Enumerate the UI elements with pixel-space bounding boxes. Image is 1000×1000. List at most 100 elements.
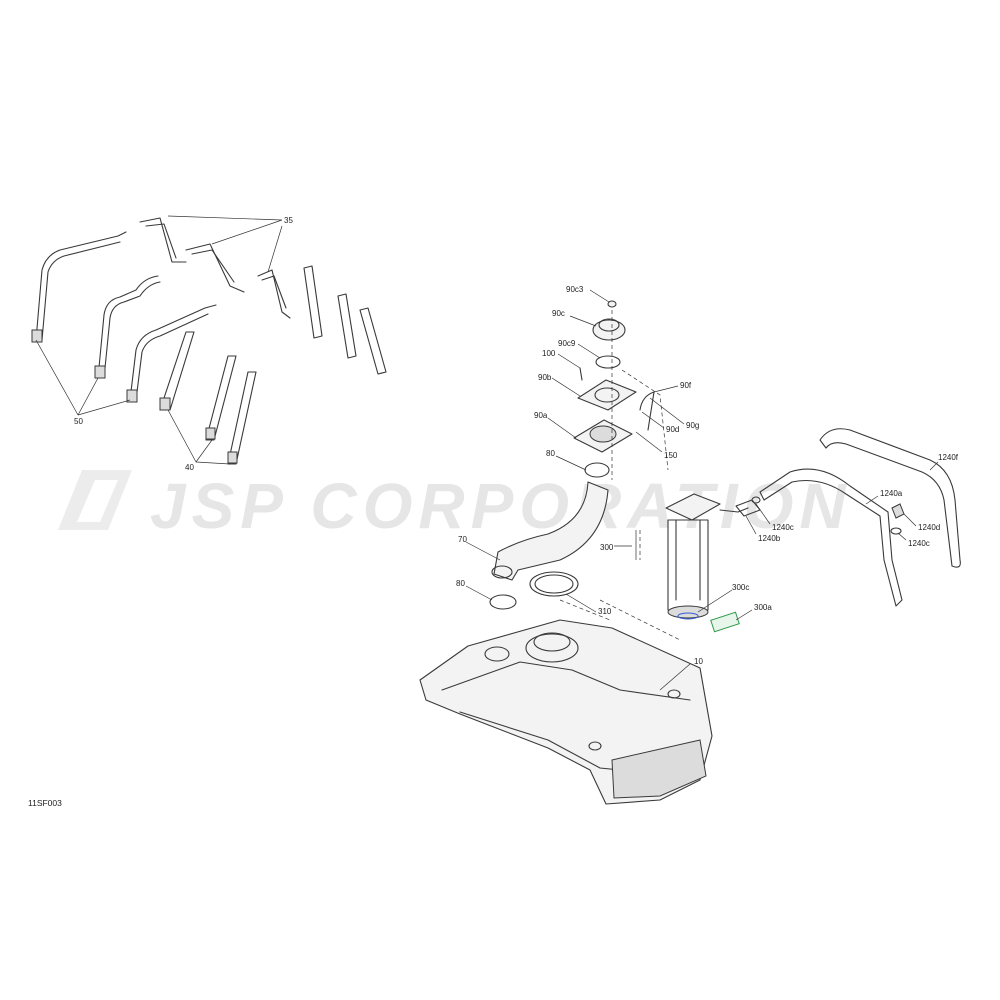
jsp-logo-mark [58,470,132,530]
pump-bottom [667,605,709,619]
cap-assembly [573,300,669,480]
part-90b-hole [594,387,620,403]
callout-90a: 90a [534,411,548,420]
callout-300: 300 [600,543,614,552]
part-90f-wire [639,391,655,431]
part-1240c-clamp-right [890,527,902,535]
callout-90c9: 90c9 [558,339,576,348]
callout-35: 35 [284,216,293,225]
leader-90g [649,397,685,425]
callout-150: 150 [664,451,678,460]
strap-35-e [337,293,357,359]
leaders-right [465,289,939,691]
strap-35-b-inner [191,249,235,283]
callout-80-upper: 80 [546,449,555,458]
leader-80-lower [465,585,493,601]
leader-90b [551,377,581,397]
part-90c3-plug [607,300,617,308]
strap-50-a [35,231,127,341]
leader-50 [35,339,131,416]
callout-1240f: 1240f [938,453,959,462]
strap-50-c-inner [135,313,209,401]
pump-connector [719,507,749,513]
part-1240c-clamp-left [751,496,761,504]
leader-310 [565,593,597,613]
watermark-text: JSP CORPORATION [150,470,852,542]
callout-100: 100 [542,349,556,358]
strap-35-d [303,265,323,339]
leader-90c3 [589,289,610,303]
strap-35-c-inner [261,275,287,309]
leader-40 [167,409,231,465]
part-70-hose-end [491,565,513,579]
leader-90a [547,417,577,439]
leader-90f [653,385,679,393]
strap-35-a-inner [145,223,177,259]
strap-50-c-tab [126,389,138,403]
leader-300a [735,609,753,621]
leader-100 [557,353,581,369]
strap-40-c-tab [227,451,238,464]
part-90c-cap-top [598,318,620,332]
callout-300c: 300c [732,583,749,592]
fuel-pump-300 [665,493,749,633]
part-80-clamp-lower [489,594,517,610]
leader-300c [697,589,733,613]
leader-1240d [903,513,917,527]
leader-1240b [745,515,757,535]
strap-group [31,215,387,465]
strap-50-a-tab [31,329,43,343]
strap-35-f [359,307,387,375]
tank-vent [667,689,681,699]
strap-50-a-inner [41,241,121,341]
axis-pump [559,530,681,641]
callout-90f: 90f [680,381,692,390]
pump-strainer-highlight [677,612,699,620]
leader-70 [465,541,501,561]
part-90c9-oring [595,355,621,369]
hose-1240f [819,428,961,568]
leader-1240f [929,461,939,471]
leader-1240a [865,495,879,505]
leader-1240c-right [897,532,907,541]
strap-50-c [129,304,217,401]
leader-150 [635,431,663,453]
tank-right-panel [611,739,707,799]
part-90c-cap [592,319,626,341]
callout-1240c-right: 1240c [908,539,930,548]
drawing-code: 11SF003 [28,798,62,808]
axis-side [621,369,669,471]
callout-50: 50 [74,417,83,426]
fuel-tank-10 [419,619,713,805]
leader-35 [167,215,283,273]
callout-90c3: 90c3 [566,285,584,294]
tank-filler-neck [484,646,510,662]
callout-1240b: 1240b [758,534,781,543]
strap-35-a [139,217,187,263]
part-70-filler-hose [493,481,609,581]
callout-10: 10 [694,657,703,666]
callout-80-lower: 80 [456,579,465,588]
callout-310: 310 [598,607,612,616]
strap-35-b [185,243,245,293]
part-90a-neck [589,425,617,443]
leader-300 [614,530,637,560]
callout-300a: 300a [754,603,772,612]
watermark: JSP CORPORATION [58,470,852,542]
tank-pump-opening [525,633,579,663]
part-310-lock-ring [529,571,579,597]
strap-40-c [227,371,257,465]
part-100-screw [579,367,583,381]
strap-50-b [97,275,159,379]
strap-50-b-inner [103,281,161,379]
leader-1240c-left [755,503,771,525]
leader-90c [569,315,597,327]
vent-hose-1240 [735,428,961,607]
leader-80-upper [555,455,587,471]
callout-90b: 90b [538,373,552,382]
part-80-clamp-upper [584,462,610,478]
tank-fitting [588,741,602,751]
callout-1240c-left: 1240c [772,523,794,532]
callout-90g: 90g [686,421,699,430]
part-90b-flange [577,379,637,411]
